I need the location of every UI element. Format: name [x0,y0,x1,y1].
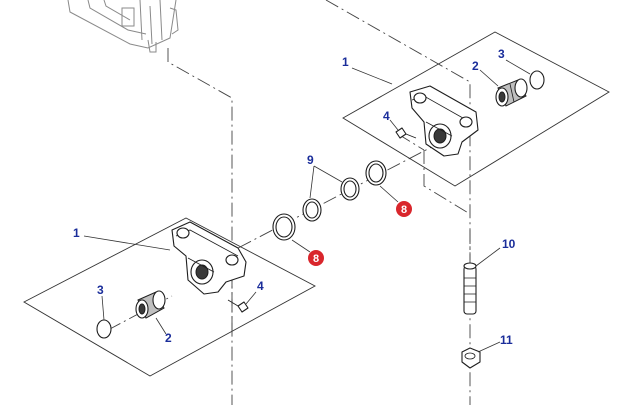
lower-grease-nipple [227,299,249,313]
badge-8-lower: 8 [308,250,324,266]
background-housing [67,0,179,53]
shim-rings [272,160,387,241]
badge-8-lower-label: 8 [313,253,319,265]
callout-11: 11 [500,333,513,347]
upper-grease-nipple [395,127,417,139]
callout-3-upper: 3 [498,47,505,61]
upper-plane [342,31,610,187]
callout-2-upper: 2 [472,59,479,73]
callout-10: 10 [502,237,516,251]
lower-oring [96,319,112,339]
callout-2-lower: 2 [165,331,172,345]
callout-1-lower: 1 [73,226,80,240]
upper-bushing [495,78,528,107]
upper-bracket [409,85,479,157]
callout-4-lower: 4 [257,279,264,293]
badge-8-upper-label: 8 [401,204,407,216]
badge-8-upper: 8 [396,201,412,217]
leader-lines [83,59,531,353]
callout-9: 9 [307,153,314,167]
callout-3-lower: 3 [97,283,104,297]
lower-plane [23,217,316,377]
center-lines [107,0,471,405]
pin [463,262,477,315]
callout-1-upper: 1 [342,55,349,69]
lower-bracket [171,221,247,295]
upper-oring [529,70,545,90]
lower-bushing [135,290,166,319]
callout-4-upper: 4 [383,109,390,123]
callouts: 1 2 3 4 9 1 4 3 2 10 11 [73,47,516,347]
nut [461,347,481,369]
